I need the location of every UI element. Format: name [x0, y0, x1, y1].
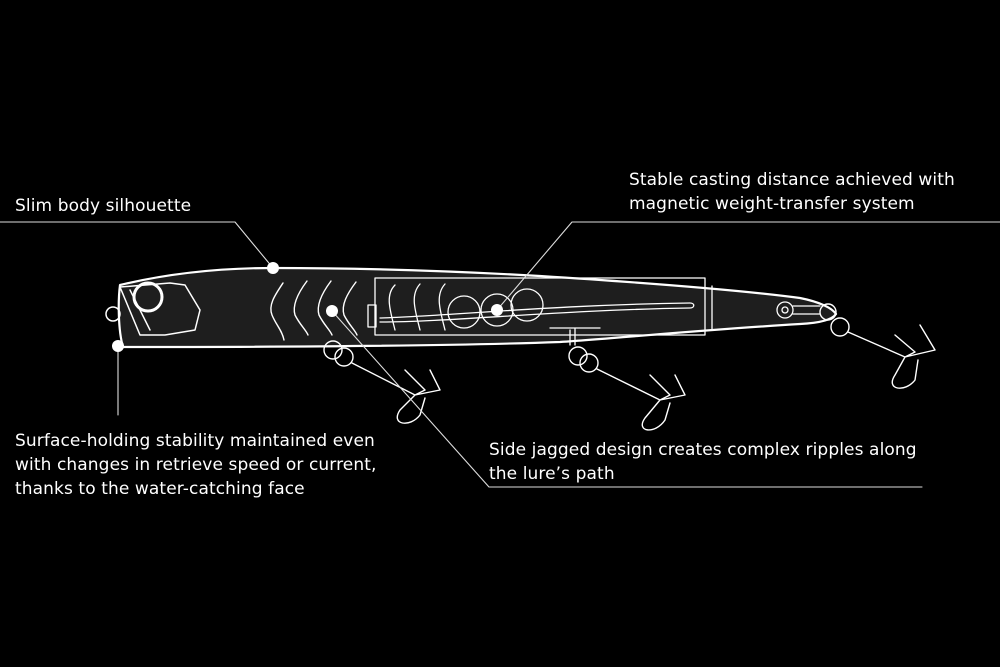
belly-hook-front — [323, 340, 441, 424]
side-jagged-ridges — [270, 280, 358, 341]
leader-silhouette — [0, 221, 274, 269]
tail-eye — [776, 301, 821, 319]
callout-leaders — [0, 221, 1000, 488]
belly-hook-middle — [568, 346, 686, 431]
weight-transfer-chamber — [367, 277, 713, 346]
lure-face — [105, 281, 201, 336]
dot-stability — [112, 340, 124, 352]
callout-text: the lure’s path — [489, 464, 615, 484]
dot-silhouette — [267, 262, 279, 274]
callout-jagged: Side jagged design creates complex rippl… — [489, 438, 917, 486]
callout-text: magnetic weight-transfer system — [629, 194, 915, 214]
dot-casting — [491, 304, 503, 316]
callout-stability: Surface-holding stability maintained eve… — [15, 429, 377, 501]
leader-casting — [496, 221, 1000, 311]
dot-jagged — [326, 305, 338, 317]
callout-dots — [112, 262, 503, 352]
callout-text: with changes in retrieve speed or curren… — [15, 455, 377, 475]
callout-text: Side jagged design creates complex rippl… — [489, 440, 917, 460]
callout-text: thanks to the water-catching face — [15, 479, 305, 499]
leader-jagged — [331, 310, 923, 488]
callout-text: Stable casting distance achieved with — [629, 170, 955, 190]
callout-casting: Stable casting distance achieved with ma… — [629, 168, 955, 216]
tail-hook — [819, 303, 936, 389]
callout-text: Slim body silhouette — [15, 196, 192, 216]
callout-text: Surface-holding stability maintained eve… — [15, 431, 375, 451]
callout-silhouette: Slim body silhouette — [15, 194, 191, 218]
